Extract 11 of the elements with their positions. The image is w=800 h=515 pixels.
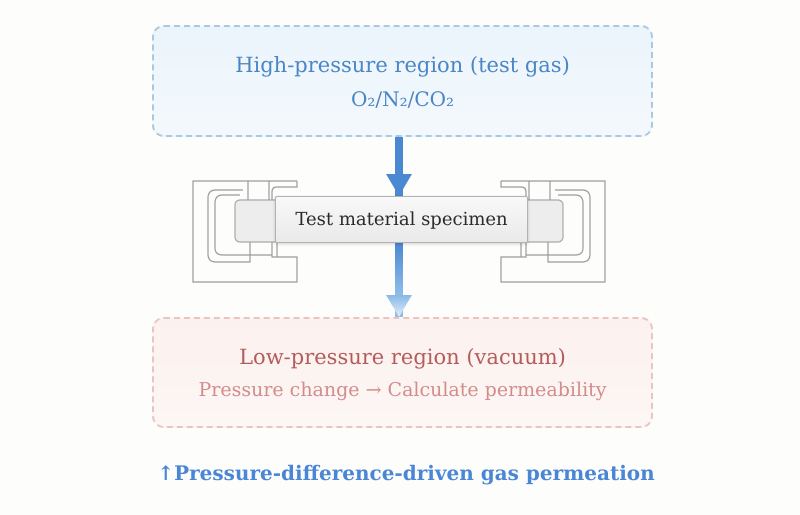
gas-formula: O₂/N₂/CO₂ bbox=[350, 87, 454, 112]
high-pressure-panel bbox=[152, 25, 653, 137]
specimen-box bbox=[275, 196, 528, 243]
region-heading: Low-pressure region (vacuum) bbox=[239, 345, 566, 370]
flow-arrow bbox=[386, 243, 412, 317]
specimen-label: Test material specimen bbox=[295, 208, 508, 230]
low-pressure-panel bbox=[152, 317, 653, 428]
footer-note: ↑Pressure-difference-driven gas permeation bbox=[157, 461, 655, 485]
result-text: Pressure change → Calculate permeability bbox=[198, 379, 607, 402]
flow-arrow bbox=[386, 137, 412, 196]
region-heading: High-pressure region (test gas) bbox=[235, 52, 570, 78]
